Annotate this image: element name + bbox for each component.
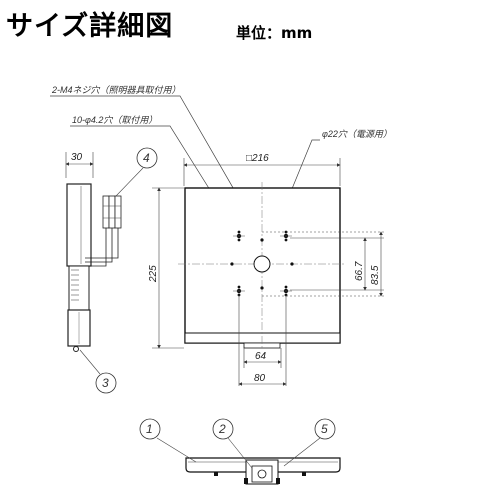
svg-text:4: 4 <box>143 151 150 165</box>
dim-80: 80 <box>254 373 266 384</box>
wire-terminals <box>102 195 122 229</box>
svg-text:5: 5 <box>321 422 328 436</box>
part-callout-5: 5 <box>314 418 336 440</box>
callout-power-hole: φ22穴（電源用） <box>322 129 392 139</box>
part-callout-1: 1 <box>139 418 161 440</box>
callout-screw: 2-M4ネジ穴（照明器具取付用） <box>51 85 181 95</box>
power-hole <box>253 255 271 273</box>
svg-text:2: 2 <box>218 422 226 436</box>
svg-text:3: 3 <box>102 376 109 390</box>
dim-64: 64 <box>255 351 267 362</box>
dim-side-width: 30 <box>71 152 83 163</box>
dim-66-7: 66.7 <box>354 261 365 281</box>
dim-square: □216 <box>246 153 269 164</box>
side-body <box>66 183 92 267</box>
part-callout-4: 4 <box>136 147 158 169</box>
callout-holes: 10-φ4.2穴（取付用） <box>72 115 157 125</box>
dim-83-5: 83.5 <box>370 265 381 285</box>
front-view: □216 225 <box>148 153 384 386</box>
svg-text:1: 1 <box>146 422 153 436</box>
unit-label: 単位：mm <box>236 24 313 42</box>
page-title: サイズ詳細図 <box>6 11 174 42</box>
part-callout-3: 3 <box>95 372 117 394</box>
side-view: 30 <box>65 152 144 375</box>
part-callout-2: 2 <box>212 418 234 440</box>
dim-height: 225 <box>148 265 159 283</box>
bottom-view <box>156 437 341 485</box>
